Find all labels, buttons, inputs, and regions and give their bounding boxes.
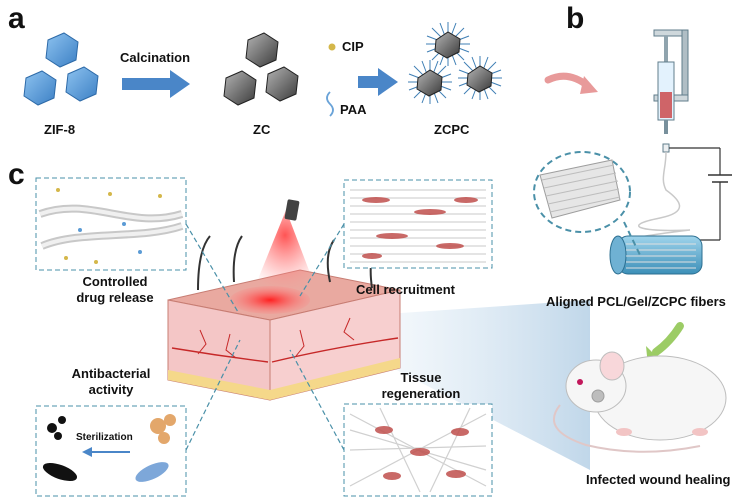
antibacterial-label-line2: activity (88, 382, 134, 397)
antibacterial-inset (35, 405, 187, 497)
sterilization-label: Sterilization (76, 432, 133, 443)
drug-release-label-line2: drug release (76, 290, 154, 305)
calcination-label: Calcination (120, 50, 191, 65)
functionalization-arrow (358, 68, 398, 96)
drug-release-label: Controlled drug release (60, 274, 170, 306)
pink-arrow (544, 72, 592, 90)
cip-dot-icon (328, 43, 336, 51)
antibacterial-label-line1: Antibacterial (71, 366, 151, 381)
tissue-regeneration-label-line1: Tissue (400, 370, 442, 385)
zc-label: ZC (253, 122, 271, 137)
mouse-illustration (553, 351, 727, 453)
panel-label-a: a (8, 2, 25, 35)
drug-release-label-line1: Controlled (82, 274, 148, 289)
cell-recruitment-label: Cell recruitment (356, 282, 455, 297)
zif8-crystals (23, 32, 99, 106)
paa-label: PAA (340, 102, 367, 117)
fibers-label: Aligned PCL/Gel/ZCPC fibers (546, 294, 726, 309)
connector-lines (185, 223, 345, 451)
tissue-regeneration-label-line2: regeneration (381, 386, 461, 401)
wound-healing-label: Infected wound healing (586, 472, 731, 487)
zcpc-label: ZCPC (434, 122, 470, 137)
cell-recruitment-inset (343, 179, 493, 269)
skin-block (167, 235, 401, 401)
antibacterial-label: Antibacterial activity (56, 366, 166, 398)
cip-label: CIP (342, 39, 364, 54)
panel-label-b: b (566, 2, 585, 35)
electrospinning-setup (609, 29, 732, 275)
panel-label-c: c (8, 158, 25, 191)
paa-chain-icon (326, 91, 334, 117)
tissue-regeneration-label: Tissue regeneration (376, 370, 466, 402)
green-arrow (652, 322, 684, 356)
laser-icon (252, 199, 318, 294)
zcpc-crystals (408, 22, 502, 104)
drug-release-inset (35, 177, 187, 271)
tissue-regeneration-inset (343, 403, 493, 497)
zif8-label: ZIF-8 (44, 122, 76, 137)
zc-crystals (223, 32, 299, 106)
calcination-arrow (122, 70, 190, 98)
fiber-magnification (533, 151, 641, 256)
